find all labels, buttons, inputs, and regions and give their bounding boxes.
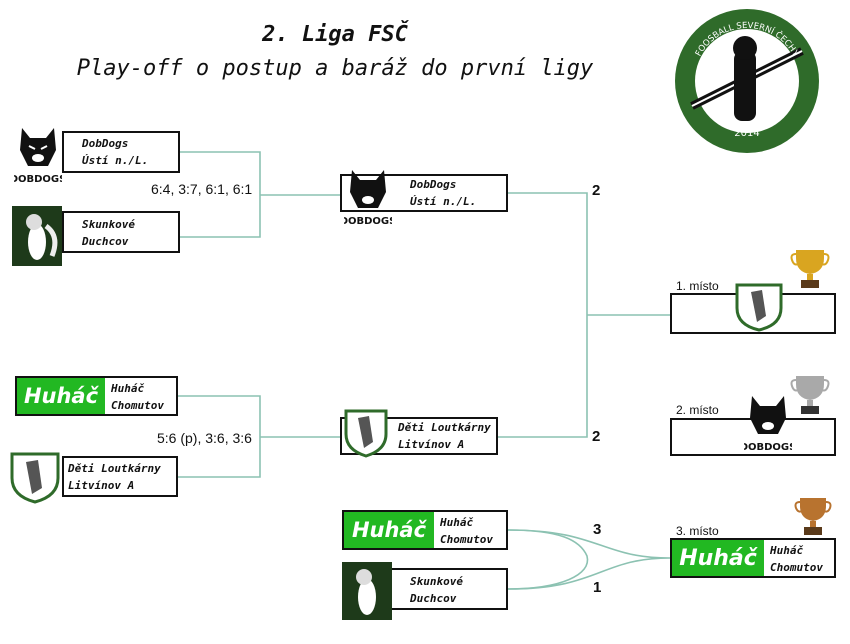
skunkove-logo [12, 206, 62, 266]
deti-loutkarny-logo [735, 283, 783, 332]
place-label: 1. místo [676, 279, 719, 293]
svg-text:2014: 2014 [734, 128, 759, 139]
huhac-logo: Huháč [344, 512, 434, 548]
svg-text:DOBDOGS: DOBDOGS [744, 442, 792, 453]
team-slot-skunkove [62, 211, 180, 253]
dobdogs-logo: DOBDOGS [14, 128, 62, 185]
huhac-logo: Huháč [17, 378, 105, 414]
bronze-score-1: 3 [593, 521, 602, 538]
deti-loutkarny-logo [344, 409, 388, 458]
team-slot-deti-loutkarny [62, 456, 178, 497]
huhac-logo: Huháč [672, 540, 764, 576]
deti-loutkarny-logo [10, 452, 60, 504]
page-subtitle: Play-off o postup a baráž do první ligy [76, 56, 594, 81]
svg-text:DOBDOGS: DOBDOGS [14, 174, 62, 185]
final-score-2: 2 [592, 428, 601, 445]
league-logo: 2014 FOOSBALL SEVERNÍ ČECHY [675, 9, 819, 153]
match-score: 5:6 (p), 3:6, 3:6 [157, 430, 252, 446]
silver-trophy-icon [790, 376, 830, 414]
final-score-1: 2 [592, 182, 601, 199]
match-score: 6:4, 3:7, 6:1, 6:1 [151, 181, 253, 197]
gold-trophy-icon [790, 250, 830, 288]
place-label: 2. místo [676, 403, 719, 417]
page-title: 2. Liga FSČ [262, 22, 408, 47]
team-slot-dobdogs [62, 131, 180, 173]
svg-text:DOBDOGS: DOBDOGS [344, 216, 392, 227]
skunkove-logo [342, 562, 392, 620]
bronze-score-2: 1 [593, 579, 602, 596]
dobdogs-logo: DOBDOGS [744, 396, 792, 453]
dobdogs-logo: DOBDOGS [344, 170, 392, 227]
bronze-trophy-icon [794, 498, 832, 535]
place-label: 3. místo [676, 524, 719, 538]
